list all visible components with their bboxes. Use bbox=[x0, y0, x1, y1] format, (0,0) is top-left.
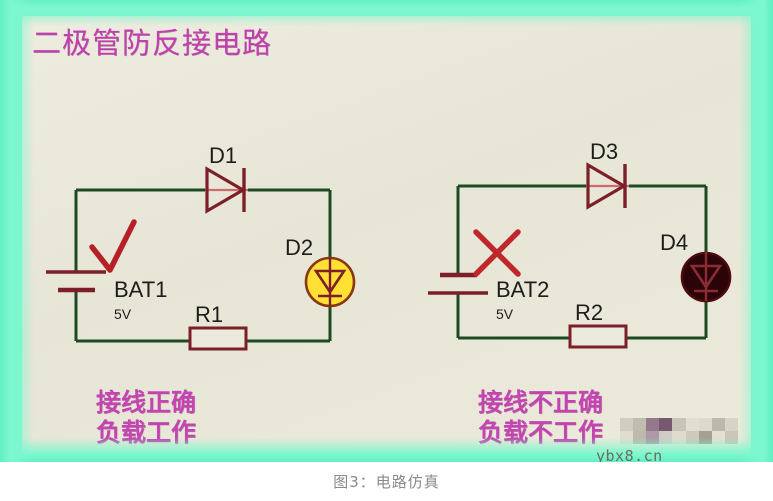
diode-d3-label: D3 bbox=[590, 139, 618, 164]
right-conclusion-line-1: 接线不正确 bbox=[478, 388, 604, 417]
led-d4-label: D4 bbox=[660, 230, 688, 255]
resistor-r1-symbol bbox=[188, 326, 248, 351]
battery-bat1-value: 5V bbox=[114, 306, 132, 322]
battery-bat2-value: 5V bbox=[496, 306, 514, 322]
check-icon bbox=[89, 219, 137, 273]
led-d2-symbol bbox=[304, 256, 356, 308]
site-watermark: ybx8.cn bbox=[596, 447, 663, 462]
led-d2-label: D2 bbox=[285, 235, 313, 260]
battery-bat2-label: BAT2 bbox=[496, 277, 549, 302]
cross-icon bbox=[473, 229, 521, 277]
resistor-r2-symbol bbox=[568, 324, 628, 349]
right-conclusion-line-2: 负载不工作 bbox=[478, 418, 604, 447]
left-conclusion-text: 接线正确 负载工作 bbox=[96, 388, 196, 448]
mosaic-watermark-block bbox=[620, 418, 738, 444]
battery-bat1-label: BAT1 bbox=[114, 277, 167, 302]
battery-bat1-symbol bbox=[46, 270, 106, 293]
figure-caption-text: 图3：电路仿真 bbox=[333, 473, 440, 491]
diode-d1-label: D1 bbox=[209, 143, 237, 168]
resistor-r1-label: R1 bbox=[195, 302, 223, 327]
battery-bat2-symbol bbox=[428, 272, 488, 295]
left-conclusion-line-1: 接线正确 bbox=[96, 388, 197, 417]
right-circuit: D3 BAT2 5V R2 bbox=[428, 139, 732, 349]
diagram-image-area: 二极管防反接电路 bbox=[0, 0, 773, 462]
led-d4-symbol bbox=[680, 251, 732, 303]
figure-caption-bar: 图3：电路仿真 bbox=[0, 462, 773, 501]
left-circuit: D1 BAT1 5V R1 bbox=[46, 143, 356, 351]
resistor-r2-label: R2 bbox=[575, 300, 603, 325]
diagram-title: 二极管防反接电路 bbox=[32, 26, 273, 60]
left-conclusion-line-2: 负载工作 bbox=[96, 418, 197, 447]
right-conclusion-text: 接线不正确 负载不工作 bbox=[478, 388, 603, 448]
